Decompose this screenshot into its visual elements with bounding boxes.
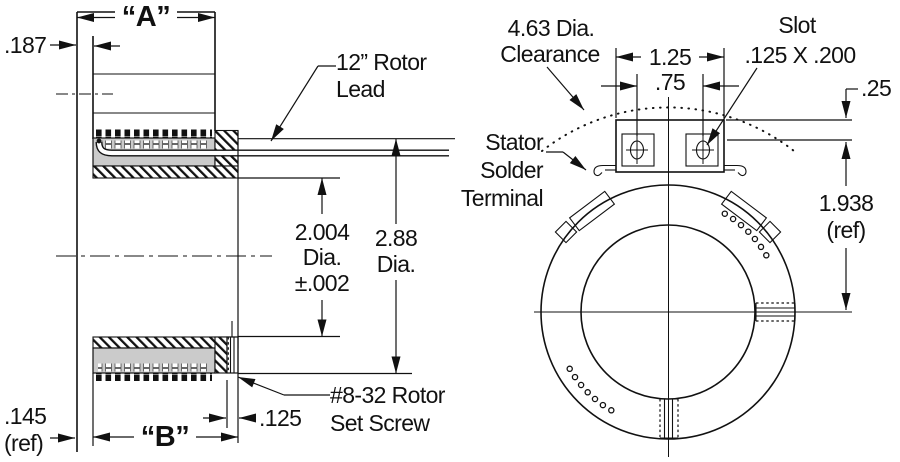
mounting-block — [593, 119, 747, 177]
side-section-view: “A” .187 2.004 Dia. ±.002 2.88 Dia. 12” … — [4, 1, 455, 456]
callout-stator-terminal: Stator Solder Terminal — [461, 129, 587, 211]
dim-block-width: 1.25 — [615, 44, 725, 118]
terminal-hole — [729, 215, 737, 223]
set-screw-label-1: #8-32 Rotor — [330, 382, 446, 408]
bore-dia-tol: ±.002 — [295, 270, 349, 296]
label-box — [294, 214, 351, 300]
dim-187-label: .187 — [4, 32, 46, 58]
dim-125-label: .125 — [259, 405, 301, 431]
label-box — [641, 44, 699, 70]
clamp-diamond-left — [554, 220, 578, 244]
dim-top-offset: .25 — [726, 75, 892, 141]
rotor-bottom-section — [92, 321, 239, 381]
terminal-holes — [566, 210, 770, 414]
keyway-right — [755, 302, 796, 322]
clamp-pad-right — [720, 190, 768, 232]
terminal-hole — [591, 395, 599, 403]
terminal-hole — [599, 401, 607, 409]
dim-25-label: .25 — [861, 75, 891, 101]
callout-slot: Slot .125 X .200 — [706, 12, 856, 146]
rotor-lead-label-2: Lead — [336, 76, 385, 102]
terminal-hole — [608, 407, 615, 414]
clearance-arc-dotted — [541, 106, 795, 152]
set-screw-label-2: Set Screw — [330, 410, 430, 436]
stator-terminal-label-2: Solder — [480, 157, 544, 183]
dim-overall-width: “A” — [77, 1, 215, 33]
solder-terminal-right — [724, 164, 747, 177]
dim-b-label: “B” — [141, 421, 189, 453]
stator-ring-hatch — [92, 165, 239, 179]
terminal-hole — [566, 365, 573, 373]
outer-dia-unit: Dia. — [377, 251, 416, 277]
stator-section-hatch — [214, 129, 239, 167]
bore-dia-value: 2.004 — [295, 219, 350, 245]
terminal-hole — [757, 243, 765, 251]
wire-joint — [96, 138, 102, 144]
terminal-hole — [751, 235, 759, 243]
clamp-pad-left — [568, 190, 616, 232]
dim-body-width: “B” — [93, 421, 238, 453]
bore-dia-unit: Dia. — [303, 244, 342, 270]
dim-flange-ref: .145 (ref) — [4, 403, 75, 456]
rotor-lead-label-1: 12” Rotor — [336, 49, 427, 75]
stator-terminal-label-1: Stator — [485, 129, 544, 155]
clearance-label-1: 4.63 Dia. — [508, 15, 595, 41]
leader-arrow — [706, 67, 758, 146]
clamp-pads — [554, 190, 782, 244]
dim-hole-spacing: .75 — [601, 69, 739, 136]
callout-set-screw: #8-32 Rotor Set Screw — [237, 376, 446, 436]
stator-section-hatch — [214, 336, 228, 374]
dim-bore-diameter: 2.004 Dia. ±.002 — [294, 178, 351, 337]
dim-set-screw-offset: .125 — [203, 405, 302, 431]
leader-arrow — [562, 151, 587, 171]
dim-125-block-label: 1.25 — [649, 44, 691, 70]
slot-label-1: Slot — [778, 12, 816, 38]
flange-ref-value: .145 — [4, 403, 46, 429]
terminal-hole — [571, 373, 579, 381]
terminal-hole — [584, 389, 591, 396]
terminal-hole — [721, 210, 729, 217]
dim-75-label: .75 — [655, 69, 685, 95]
solder-terminal-left — [593, 164, 616, 177]
ref-height-value: 1.938 — [819, 190, 874, 216]
flange-ref-suffix: (ref) — [4, 430, 43, 456]
leader-arrow — [237, 376, 285, 396]
leader-arrow — [546, 66, 585, 111]
clearance-label-2: Clearance — [500, 41, 599, 67]
winding-teeth — [96, 372, 212, 381]
shaft-hub-outline — [56, 11, 216, 452]
block-notch-right — [685, 133, 719, 167]
rotor-top-section — [92, 129, 449, 179]
block-notch-left — [621, 133, 655, 167]
clamp-diamond-right — [758, 220, 782, 244]
block-outline — [615, 119, 725, 173]
label-box — [370, 224, 422, 280]
winding-slots — [98, 140, 208, 149]
terminal-hole — [737, 221, 745, 229]
dim-outer-diameter: 2.88 Dia. — [370, 138, 422, 374]
label-box — [653, 70, 687, 93]
keyway-bottom — [659, 398, 679, 439]
terminal-hole — [763, 252, 770, 259]
label-box — [115, 3, 177, 30]
dim-wall-thickness: .187 — [4, 32, 120, 58]
slot-label-2: .125 X .200 — [744, 42, 855, 68]
terminal-hole — [577, 381, 585, 389]
rotor-lead-wire — [96, 141, 449, 156]
label-box — [134, 421, 196, 453]
stator-terminal-label-3: Terminal — [461, 185, 543, 211]
front-view: 1.25 .75 .25 1.938 (ref) Slot — [461, 12, 892, 457]
winding-teeth — [96, 129, 212, 138]
label-box — [820, 186, 873, 248]
winding-slots — [98, 363, 208, 372]
callout-rotor-lead: 12” Rotor Lead — [270, 49, 428, 142]
dim-ref-height: 1.938 (ref) — [819, 142, 874, 310]
ref-height-suffix: (ref) — [826, 217, 865, 243]
dim-a-label: “A” — [122, 1, 170, 33]
terminal-hole — [745, 228, 752, 235]
leader-arrow — [270, 65, 319, 142]
outer-dia-value: 2.88 — [375, 225, 417, 251]
callout-clearance: 4.63 Dia. Clearance — [500, 15, 600, 111]
